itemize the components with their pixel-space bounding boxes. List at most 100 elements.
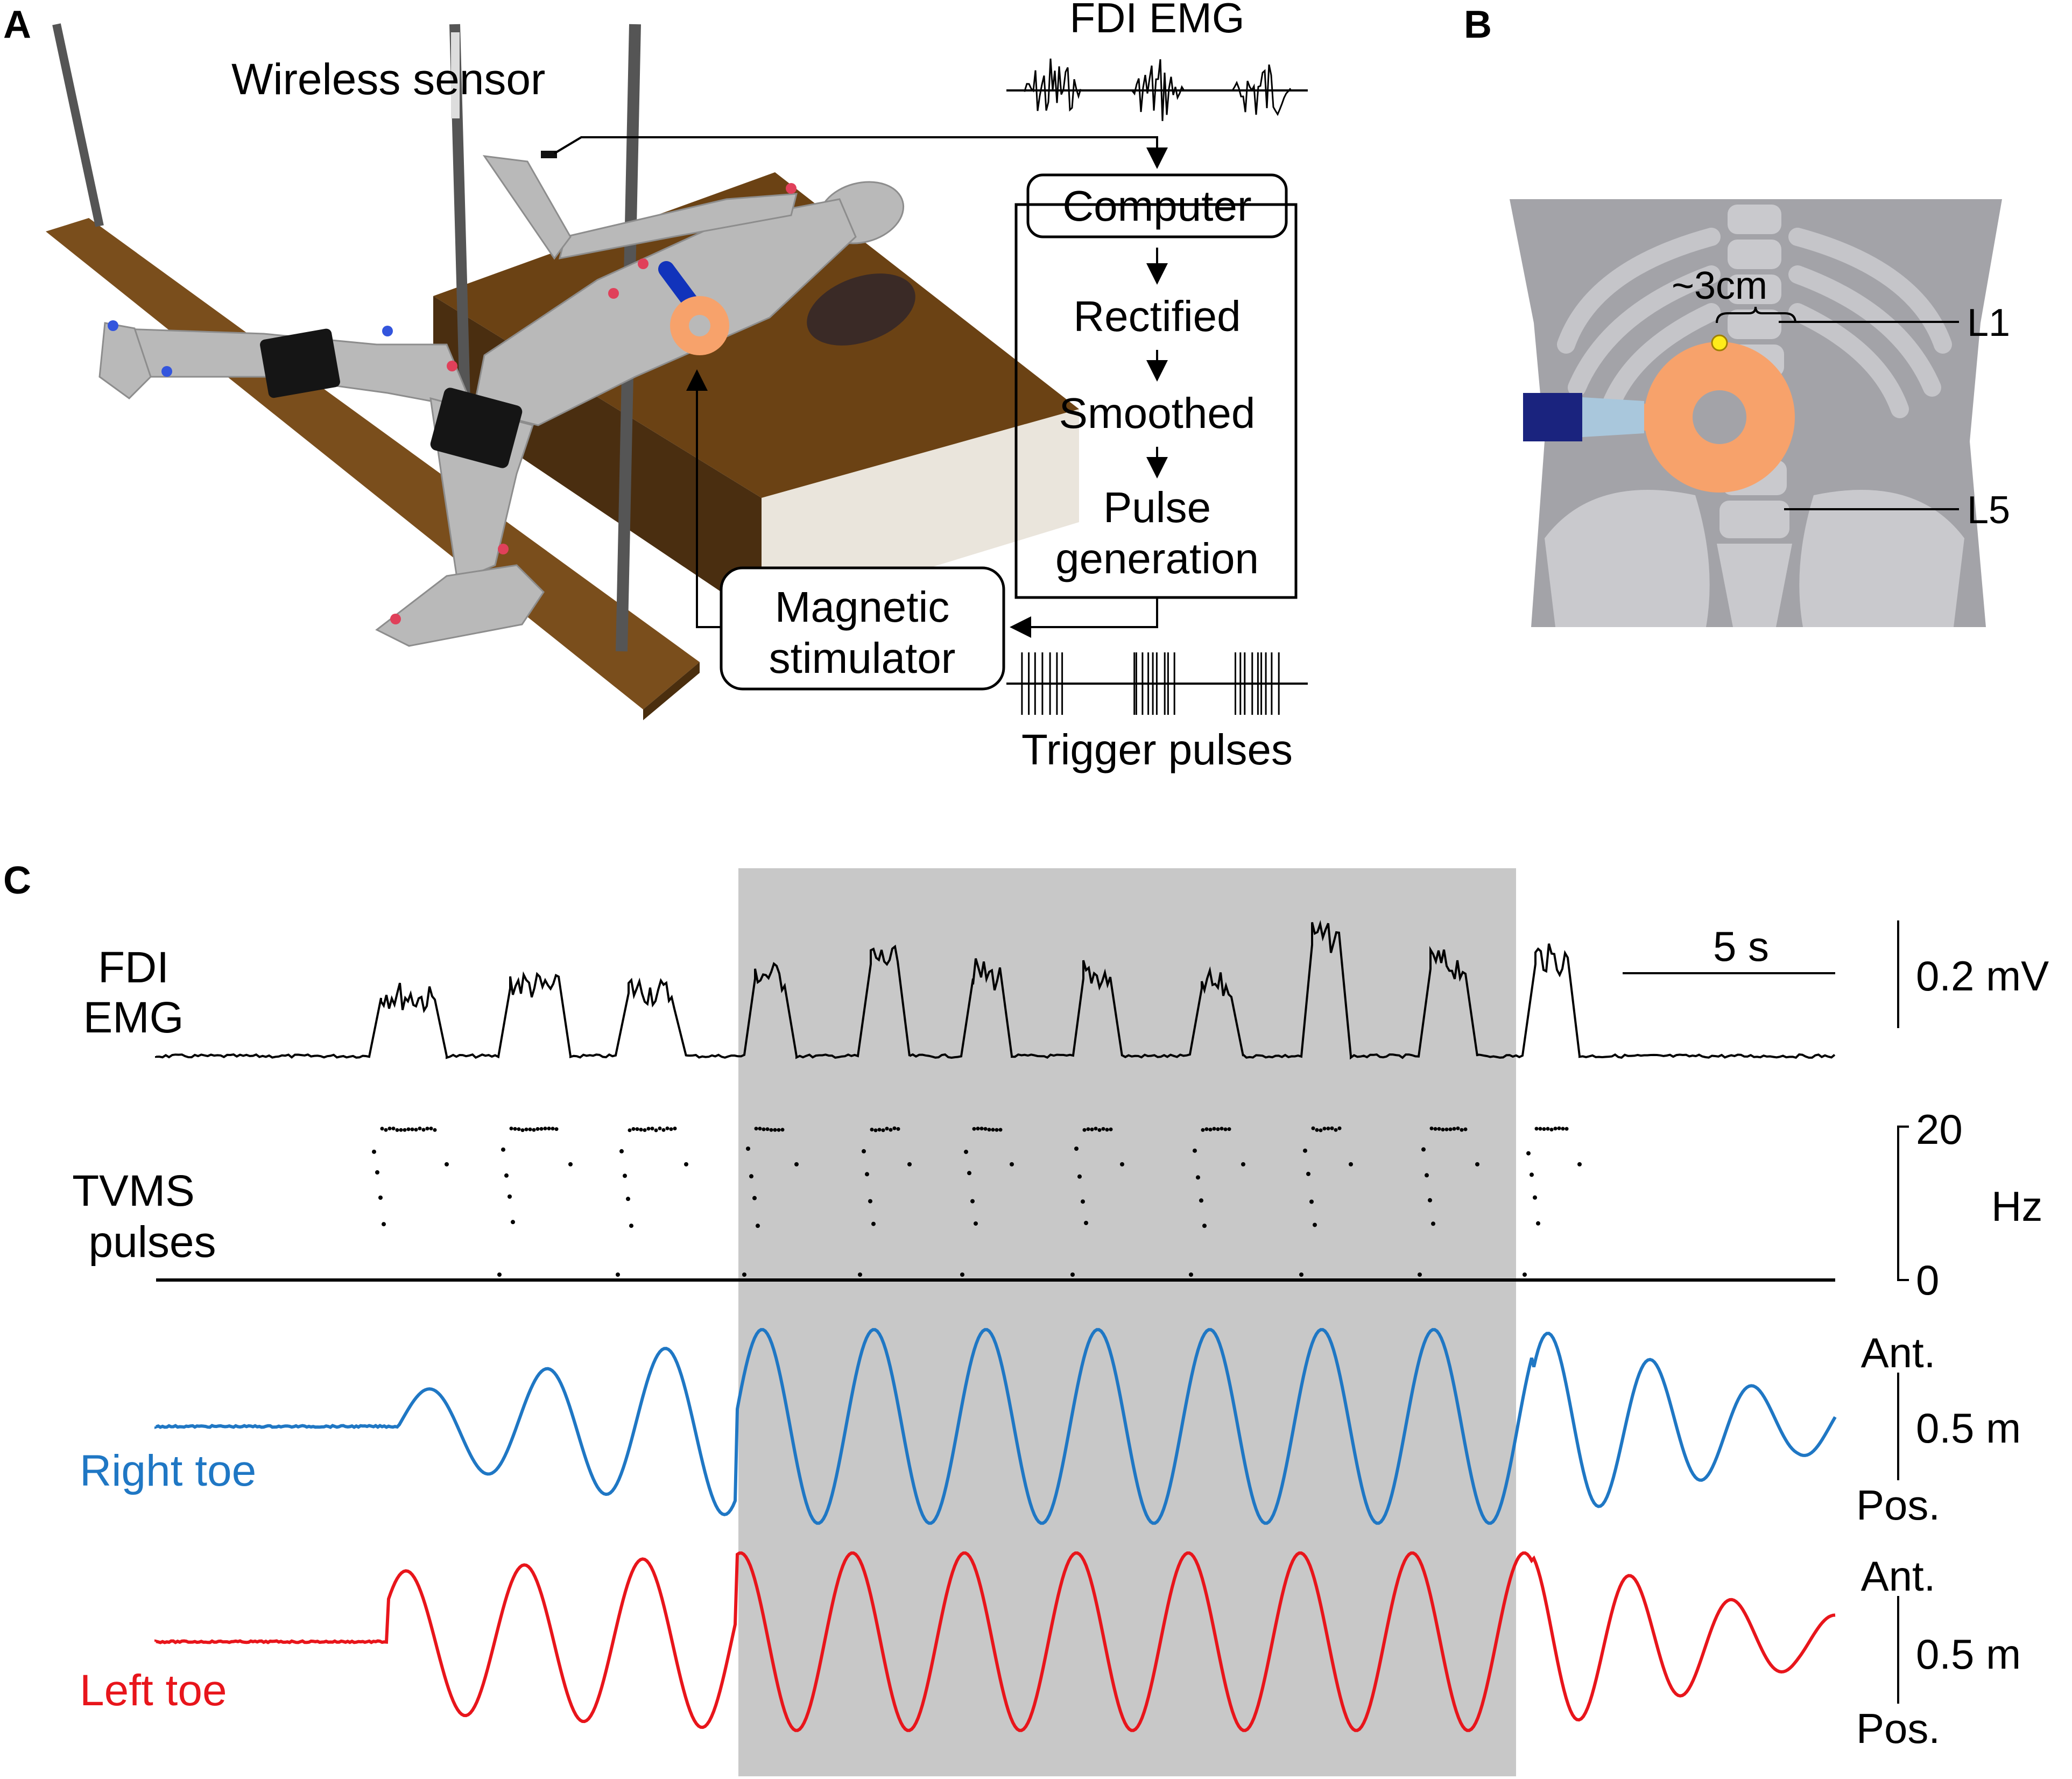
tvms-dot [1538,1127,1542,1131]
tvms-dot [387,1127,392,1130]
table-top [433,172,1079,498]
tvms-dot [1109,1127,1113,1131]
disp-scale-label-1: 0.5 m [1916,1404,2021,1452]
tvms-dot [983,1127,988,1131]
tvms-dot [1561,1127,1565,1131]
tvms-dot [1418,1272,1422,1277]
tvms-dot [896,1127,900,1131]
tvms-dot [1542,1127,1546,1131]
tvms-dot [998,1128,1003,1132]
tvms-dot [1105,1128,1109,1132]
tvms-dot [1448,1127,1453,1131]
tvms-dot [1475,1162,1479,1166]
tvms-dot [1199,1198,1203,1203]
tvms-label-1: TVMS [72,1166,195,1215]
hz-bottom-label: 0 [1916,1256,1939,1304]
tvms-dot [665,1126,669,1130]
tvms-dot [1444,1127,1449,1131]
tvms-dot [661,1128,666,1132]
tvms-dot [669,1127,673,1131]
tvms-dot [1564,1127,1569,1131]
tvms-dot [865,1172,869,1177]
tvms-dot [619,1149,624,1154]
tvms-dot [777,1128,781,1132]
tvms-dot [885,1127,889,1131]
tvms-dot [1425,1173,1429,1178]
tvms-dot [421,1128,426,1132]
tvms-dot [1189,1272,1193,1277]
tvms-dot [1337,1126,1342,1130]
disp-scale-label-2: 0.5 m [1916,1630,2021,1678]
tvms-dot [508,1194,512,1199]
tvms-dot [1452,1127,1456,1131]
ant-label-1: Ant. [1861,1329,1936,1376]
tvms-dot [995,1128,999,1132]
tvms-dot [1523,1272,1527,1277]
tvms-dot [568,1162,573,1166]
tvms-dot [1334,1128,1338,1132]
tvms-dot [403,1128,407,1132]
tvms-dot [987,1128,991,1132]
tvms-dot [1349,1162,1353,1166]
tvms-dot [1010,1162,1014,1166]
tvms-dot [1456,1126,1460,1130]
tvms-dot [780,1128,785,1132]
magnetic-label-2: stimulator [769,634,956,682]
distance-label: ~3cm [1672,264,1767,307]
tvms-dot [551,1127,555,1131]
tvms-dot [520,1128,525,1133]
tvms-dot [673,1127,677,1130]
tvms-dot [1227,1127,1231,1131]
tvms-dot [967,1171,971,1176]
tvms-dot [1074,1147,1079,1151]
right-toe-trace [154,1328,1837,1525]
tvms-dot [635,1127,639,1131]
tvms-dot [399,1128,403,1132]
tvms-dot [1533,1195,1537,1200]
tvms-dot [1306,1171,1310,1176]
tvms-dot [889,1128,893,1132]
trigger-pulses-label: Trigger pulses [1021,726,1293,774]
tvms-dot [769,1128,773,1132]
tvms-dot [628,1128,632,1133]
tvms-dot [1081,1199,1085,1204]
tvms-dot [433,1128,437,1132]
tvms-dot [1546,1127,1550,1131]
tvms-dot [1101,1127,1105,1131]
tvms-dot [406,1127,411,1131]
hz-scale-bar [1897,1126,1909,1281]
tvms-dot [1090,1127,1094,1131]
tvms-dot [1428,1198,1432,1203]
tvms-dot [1460,1128,1464,1132]
tvms-dot [1441,1128,1445,1131]
tvms-pulse-dots [372,1126,1582,1277]
tvms-dot [410,1127,414,1131]
tvms-dot [1201,1128,1205,1132]
tvms-dot [754,1127,758,1131]
tvms-dot [873,1128,878,1133]
tvms-dot [414,1128,418,1132]
pulse-label-1: Pulse [1103,483,1211,531]
tvms-dot [539,1127,544,1131]
tvms-dot [1429,1126,1434,1130]
tvms-dot [1193,1148,1197,1153]
tvms-dot [501,1147,505,1152]
tvms-dot [979,1127,984,1131]
leg-strap-2 [430,388,523,468]
hz-unit-label: Hz [1991,1183,2042,1230]
tvms-dot [964,1149,968,1154]
tvms-dot [1241,1162,1245,1166]
tvms-dot [631,1127,636,1131]
tvms-dot [1421,1147,1426,1152]
tvms-dot [877,1128,882,1132]
tvms-dot [1577,1162,1582,1166]
tvms-dot [1530,1172,1534,1177]
tvms-dot [1431,1221,1435,1226]
trigger-pulses-trace [1021,652,1280,715]
tvms-dot [871,1221,876,1226]
tvms-dot [382,1222,386,1227]
tvms-dot [1549,1128,1554,1131]
tvms-dot [870,1128,874,1131]
tvms-dot [513,1127,517,1131]
